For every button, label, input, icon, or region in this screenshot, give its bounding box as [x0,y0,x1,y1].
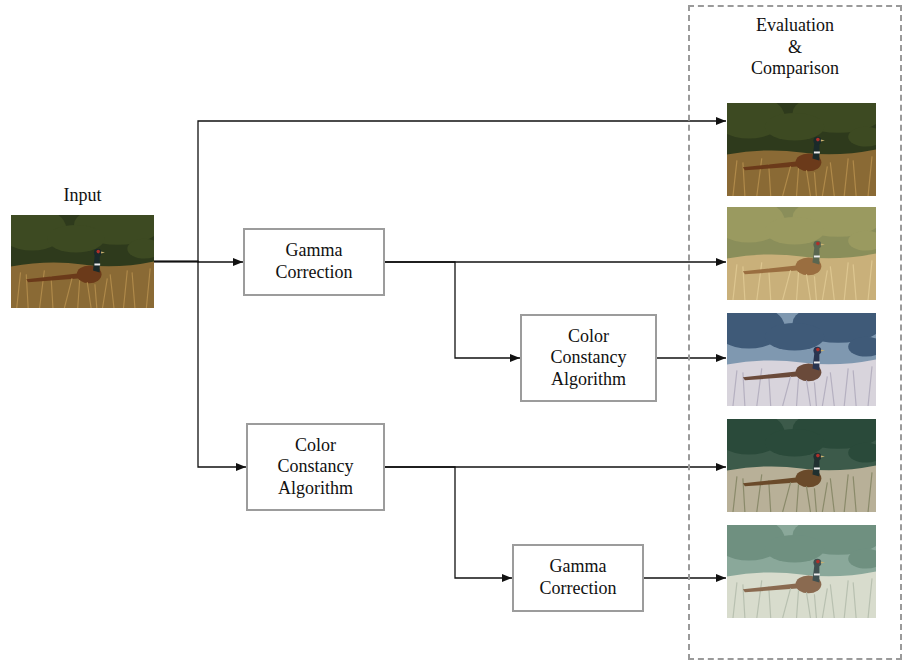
output-photo [727,525,876,618]
flow-arrow [657,357,726,358]
flow-arrow [385,467,512,578]
output-photo [727,419,876,512]
region-heading: Evaluation & Comparison [747,15,843,80]
input-image-node: Input [11,185,154,309]
flow-arrow [154,262,246,468]
input-photo [11,215,154,308]
box-label: Color Constancy Algorithm [537,326,640,391]
flow-arrow [154,121,726,262]
flow-arrow [385,262,520,358]
process-box: Color Constancy Algorithm [520,314,657,403]
process-box: Color Constancy Algorithm [246,423,385,512]
output-photo [727,313,876,406]
process-box: Gamma Correction [243,228,385,295]
flow-arrow [644,577,726,578]
evaluation-region: Evaluation & Comparison [688,5,902,660]
process-box: Gamma Correction [512,544,644,611]
box-label: Color Constancy Algorithm [263,435,368,500]
output-photo [727,207,876,300]
image-label: Input [11,185,154,207]
output-photo [727,103,876,196]
box-label: Gamma Correction [257,240,371,283]
box-label: Gamma Correction [526,556,630,599]
